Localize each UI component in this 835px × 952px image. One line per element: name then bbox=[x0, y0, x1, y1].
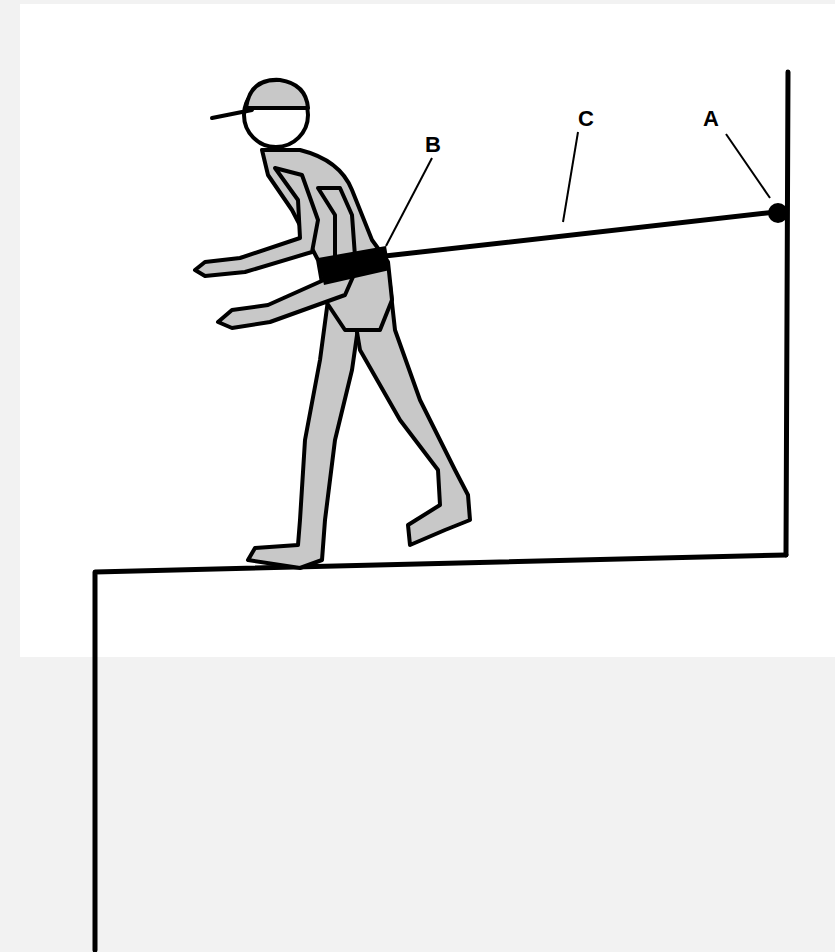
body-belt bbox=[318, 246, 390, 285]
part-label: B bbox=[425, 134, 441, 156]
anchor-point bbox=[768, 203, 788, 223]
part-label: A bbox=[703, 108, 719, 130]
lanyard bbox=[385, 212, 776, 256]
part-label: C bbox=[578, 108, 594, 130]
cap-brim bbox=[212, 110, 252, 118]
leader-line bbox=[726, 134, 770, 198]
leader-line bbox=[386, 158, 432, 246]
wall bbox=[786, 72, 788, 555]
leader-line bbox=[563, 132, 578, 222]
worker bbox=[195, 80, 470, 568]
floor-edge bbox=[95, 555, 786, 950]
